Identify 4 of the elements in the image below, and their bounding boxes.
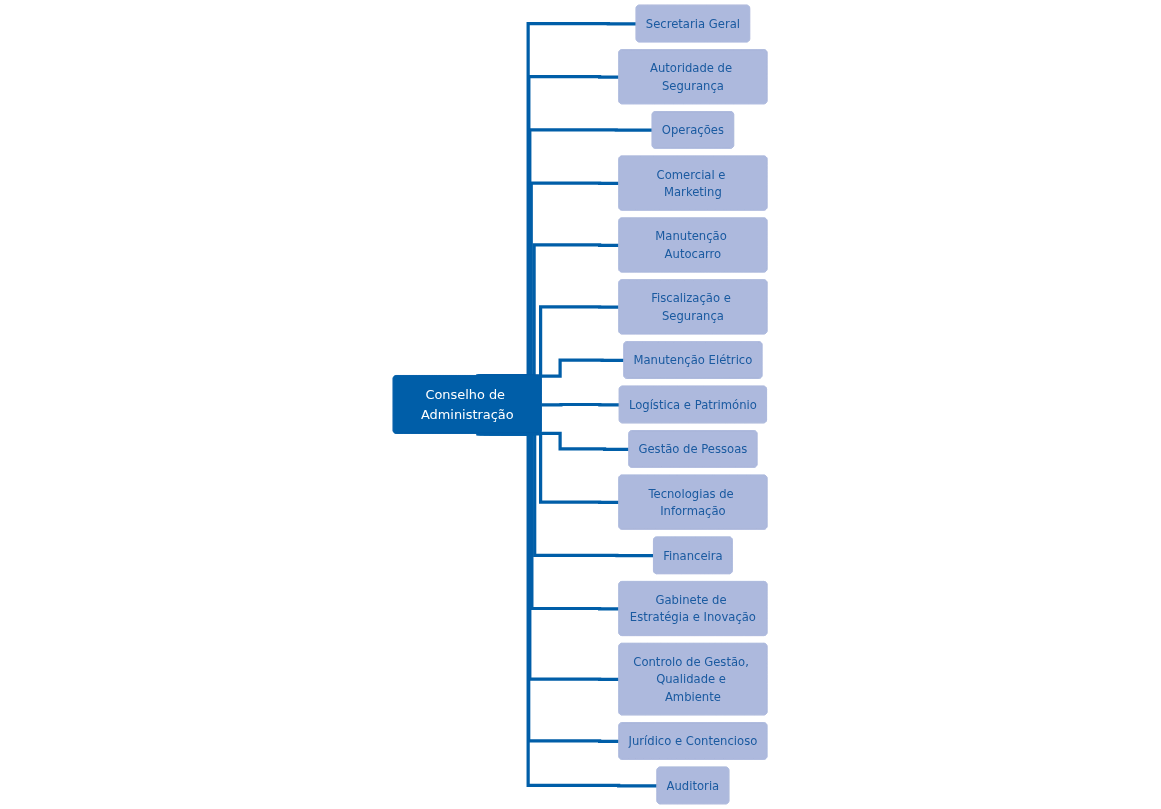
connector: [542, 402, 620, 407]
connector: [540, 358, 625, 378]
connector: [540, 431, 630, 451]
connector: [476, 432, 658, 788]
